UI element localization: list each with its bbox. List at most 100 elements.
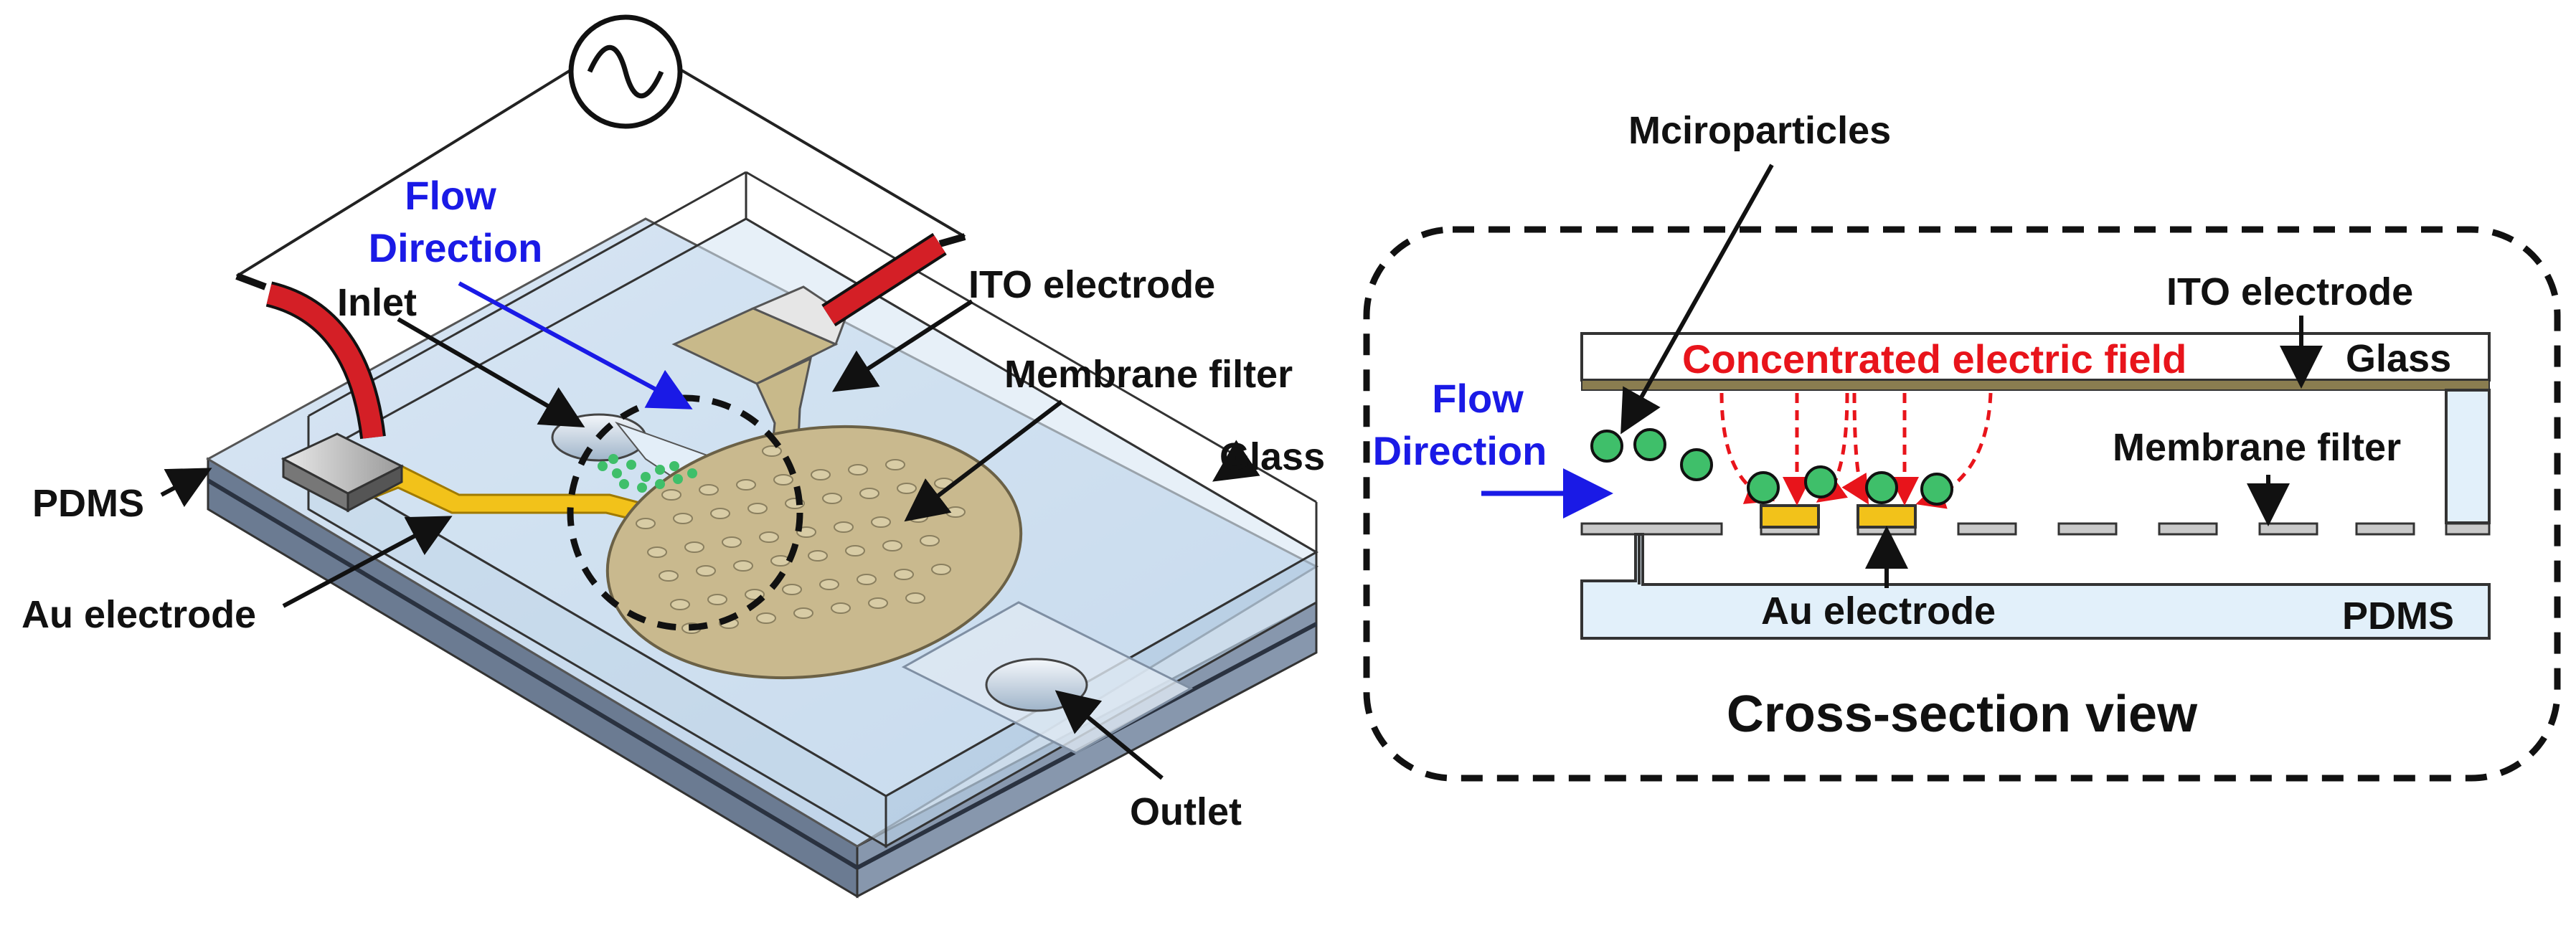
cross-ito-label: ITO electrode [2166, 270, 2413, 313]
membrane-pore [882, 540, 902, 551]
outlet-label: Outlet [1130, 790, 1242, 833]
membrane-segment [1580, 522, 1723, 536]
device-particle [687, 468, 697, 478]
membrane-pore [793, 607, 813, 619]
membrane-pore [811, 469, 831, 480]
membrane-pore [661, 489, 681, 501]
membrane-pore [773, 474, 793, 486]
device-particle [619, 479, 629, 489]
membrane-segment [2445, 522, 2491, 536]
device-particle [612, 468, 622, 478]
cross-au-electrode-2 [1856, 504, 1917, 529]
cross-membrane-label: Membrane filter [2113, 426, 2401, 469]
glass-block-left [307, 457, 887, 848]
microparticles-leader [1620, 164, 1774, 435]
membrane-pore [710, 508, 730, 519]
pdms-leader [160, 468, 212, 508]
ito-electrode-label: ITO electrode [968, 263, 1215, 306]
au-electrode-label: Au electrode [22, 593, 256, 636]
membrane-pore [736, 479, 756, 491]
membrane-filter-label: Membrane filter [1004, 353, 1293, 396]
cross-ito-layer [1581, 379, 2490, 391]
membrane-pore [831, 602, 851, 614]
membrane-pore [733, 560, 753, 572]
membrane-pore [699, 484, 719, 496]
wire-left [235, 67, 575, 278]
device-particle [608, 454, 618, 464]
cross-membrane-segments [1580, 522, 2491, 536]
wire-right [676, 67, 966, 238]
au-leader [282, 516, 453, 608]
device-particle [655, 479, 665, 489]
membrane-pore [897, 483, 917, 494]
ac-source-icon [568, 14, 683, 129]
cross-pdms-layer [1580, 533, 2491, 640]
device-particle [655, 465, 665, 475]
membrane-pore [845, 545, 865, 557]
cross-au-electrode-1 [1760, 504, 1820, 529]
membrane-pore [945, 506, 966, 518]
ito-leader [831, 299, 973, 392]
membrane-pore [747, 503, 768, 514]
membrane-pore [819, 579, 839, 590]
field-label: Concentrated electric field [1682, 336, 2186, 382]
device-particle [637, 483, 647, 493]
membrane-pore [857, 574, 877, 585]
membrane-pore [684, 541, 704, 553]
membrane-segment [2355, 522, 2415, 536]
membrane-pore [859, 488, 879, 499]
membrane-segment [2258, 522, 2318, 536]
cross-flow-label-1: Flow [1432, 376, 1524, 421]
device-3d: Flow Direction Inlet ITO electrode Membr… [22, 14, 1325, 899]
glass-label: Glass [1219, 435, 1325, 478]
cross-glass-layer [1580, 332, 2491, 382]
pdms-label: PDMS [32, 482, 144, 525]
device-flow-arrow [458, 281, 693, 409]
device-flow-label-1: Flow [405, 173, 496, 218]
cross-particles [1590, 428, 1953, 506]
cross-flow-label-2: Direction [1373, 428, 1547, 473]
inlet-leader [397, 317, 585, 428]
membrane-pore [822, 493, 842, 504]
membrane-pore [722, 536, 742, 548]
device-particle [598, 461, 608, 471]
membrane-pore [920, 535, 940, 546]
cross-au-label: Au electrode [1761, 590, 1996, 633]
cross-spacer [2445, 389, 2491, 524]
microparticles-label: Mciroparticles [1628, 109, 1891, 152]
membrane-pore [848, 464, 868, 475]
device-particle [673, 474, 683, 484]
device-particle [669, 461, 679, 471]
membrane-pore [871, 516, 891, 528]
cross-section-title: Cross-section view [1727, 686, 2198, 743]
membrane-pore [762, 445, 782, 457]
membrane-pore [659, 570, 679, 582]
membrane-pore [894, 569, 914, 580]
membrane-pore [707, 594, 727, 605]
inlet-label: Inlet [337, 281, 417, 324]
device-particle [641, 472, 651, 482]
device-particle [626, 460, 636, 470]
membrane-pore [808, 550, 828, 562]
membrane-segment [2057, 522, 2118, 536]
membrane-pore [647, 546, 667, 558]
device-flow-label-2: Direction [369, 225, 543, 270]
membrane-leader [904, 399, 1063, 522]
membrane-pore [673, 513, 693, 524]
membrane-pore [670, 599, 690, 610]
outlet-leader [1055, 690, 1164, 780]
membrane-pore [759, 531, 779, 543]
membrane-pore [905, 592, 925, 604]
membrane-pore [696, 565, 716, 577]
cross-pdms-label: PDMS [2342, 595, 2454, 638]
membrane-pore [756, 612, 776, 624]
membrane-pores [636, 445, 966, 634]
cross-section: Mciroparticles ITO electrode Concentrate… [1363, 109, 2561, 782]
cross-glass-label: Glass [2346, 337, 2451, 380]
membrane-pore [636, 518, 656, 529]
membrane-pore [868, 597, 888, 609]
cross-section-frame [1363, 226, 2561, 782]
membrane-pore [770, 555, 791, 567]
